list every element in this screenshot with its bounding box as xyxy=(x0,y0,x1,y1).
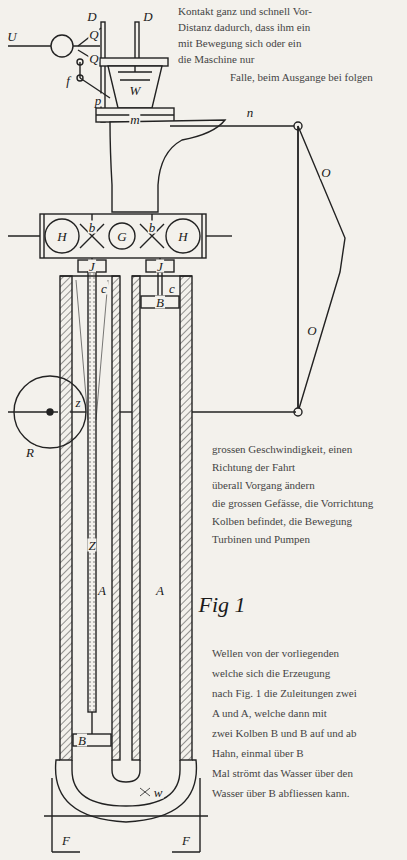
part-letter: D xyxy=(142,10,153,23)
part-letter: J xyxy=(156,260,164,273)
text-fragment: Wasser über B abfliessen kann. xyxy=(212,788,350,799)
text-fragment: Hahn, einmal über B xyxy=(212,748,304,759)
part-letter: b xyxy=(148,221,157,234)
part-letter: c xyxy=(168,282,176,295)
part-letter: F xyxy=(61,834,71,847)
part-letter: Z xyxy=(87,539,96,552)
part-letter: O xyxy=(306,324,317,337)
part-letter: p xyxy=(94,94,103,107)
text-fragment: die Maschine nur xyxy=(178,54,254,65)
part-letter: z xyxy=(74,396,81,409)
part-letter: A xyxy=(155,584,165,597)
part-letter: R xyxy=(25,446,35,459)
part-letter: n xyxy=(246,106,255,119)
part-letter: H xyxy=(56,230,67,243)
text-fragment: mit Bewegung sich oder ein xyxy=(178,38,301,49)
text-fragment: Mal strömt das Wasser über den xyxy=(212,768,353,779)
part-letter: U xyxy=(6,30,17,43)
part-letter: F xyxy=(181,834,191,847)
part-letter: f xyxy=(65,74,71,87)
text-fragment: überall Vorgang ändern xyxy=(212,480,315,491)
part-letter: B xyxy=(155,296,165,309)
part-letter: m xyxy=(129,113,140,126)
text-fragment: Kontakt ganz und schnell Vor- xyxy=(178,6,312,17)
text-fragment: Turbinen und Pumpen xyxy=(212,534,310,545)
text-fragment: Wellen von der vorliegenden xyxy=(212,648,339,659)
part-letter: A xyxy=(97,584,107,597)
text-fragment: zwei Kolben B und B auf und ab xyxy=(212,728,357,739)
part-letter: w xyxy=(153,786,164,799)
part-letter: O xyxy=(320,166,331,179)
part-letter: H xyxy=(177,230,188,243)
text-fragment: Kolben befindet, die Bewegung xyxy=(212,516,352,527)
text-fragment: nach Fig. 1 die Zuleitungen zwei xyxy=(212,688,357,699)
part-letter: b xyxy=(88,221,97,234)
part-letter: Q xyxy=(88,52,99,65)
text-fragment: die grossen Gefässe, die Vorrichtung xyxy=(212,498,373,509)
part-letter: G xyxy=(116,230,127,243)
part-letter: J xyxy=(88,260,96,273)
text-fragment: Richtung der Fahrt xyxy=(212,462,295,473)
part-letter: Q xyxy=(88,28,99,41)
part-letter: D xyxy=(86,10,97,23)
text-fragment: grossen Geschwindigkeit, einen xyxy=(212,444,352,455)
text-fragment: Falle, beim Ausgange bei folgen xyxy=(230,72,373,83)
figure-title: Fig 1 xyxy=(197,594,246,616)
text-fragment: welche sich die Erzeugung xyxy=(212,668,330,679)
part-letter: c xyxy=(100,282,108,295)
text-fragment: A und A, welche dann mit xyxy=(212,708,327,719)
text-fragment: Distanz dadurch, dass ihm ein xyxy=(178,22,310,33)
part-letter: B xyxy=(77,734,87,747)
part-letter: W xyxy=(129,84,142,97)
